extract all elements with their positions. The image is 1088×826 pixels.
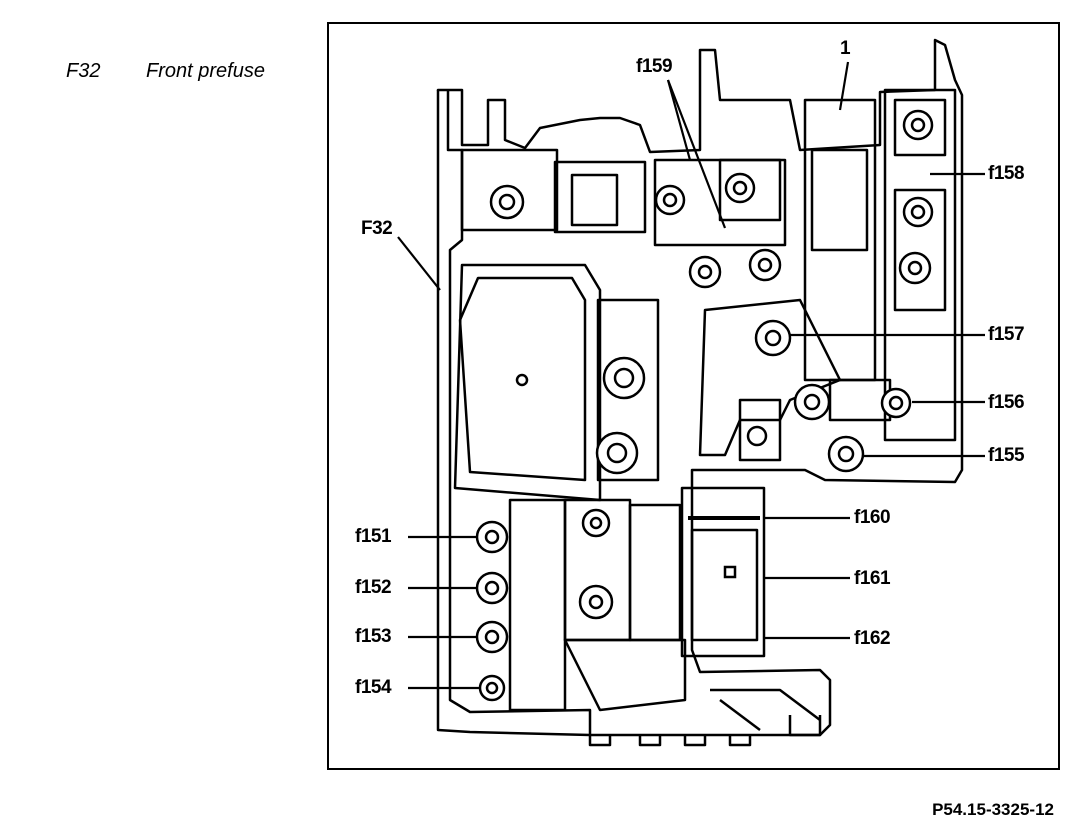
caption-code: F32 bbox=[66, 60, 101, 82]
label-f161: f161 bbox=[854, 568, 891, 589]
label-f151: f151 bbox=[355, 526, 392, 547]
fuse-1-body bbox=[803, 98, 877, 382]
lower-fuse-block bbox=[680, 486, 766, 658]
diagram-frame bbox=[327, 22, 1060, 770]
caption-name: Front prefuse bbox=[146, 60, 265, 82]
label-f160: f160 bbox=[854, 507, 891, 528]
label-f157: f157 bbox=[988, 324, 1025, 345]
big-prefuse-housing bbox=[453, 263, 602, 502]
label-f32: F32 bbox=[361, 218, 393, 239]
label-f158: f158 bbox=[988, 163, 1025, 184]
label-f153: f153 bbox=[355, 626, 392, 647]
figure-id: P54.15-3325-12 bbox=[932, 800, 1054, 819]
label-f156: f156 bbox=[988, 392, 1025, 413]
housing-outline bbox=[436, 38, 964, 737]
label-f154: f154 bbox=[355, 677, 392, 698]
label-f162: f162 bbox=[854, 628, 891, 649]
label-f159: f159 bbox=[636, 56, 673, 77]
label-f152: f152 bbox=[355, 577, 392, 598]
label-1: 1 bbox=[840, 38, 851, 59]
label-f155: f155 bbox=[988, 445, 1025, 466]
